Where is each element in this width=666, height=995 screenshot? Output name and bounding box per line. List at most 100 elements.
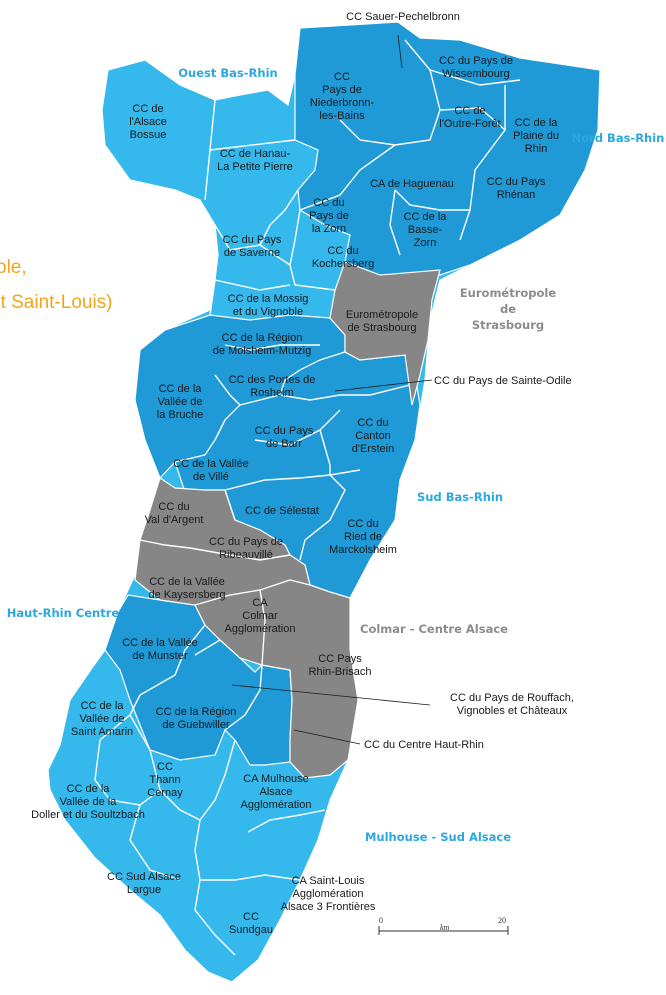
community-label-basse-zorn-line: Zorn <box>414 237 437 249</box>
community-label-saint-louis-line: Alsace 3 Frontières <box>281 901 376 913</box>
region-label-line: Eurométropole <box>460 286 557 300</box>
community-label-sauer-pechelbronn-line: CC Sauer-Pechelbronn <box>346 11 460 23</box>
region-label-line: Haut-Rhin Centre <box>7 606 120 620</box>
community-label-alsace-bossue-line: Bossue <box>130 129 167 141</box>
community-label-bruche-line: CC de la <box>159 383 203 395</box>
community-label-niederbronn-line: CC <box>334 71 350 83</box>
callout-label-sainte-odile: CC du Pays de Sainte-Odile <box>434 375 572 387</box>
community-label-guebwiller-line: CC de la Région <box>156 706 237 718</box>
community-label-hanau-line: La Petite Pierre <box>217 161 293 173</box>
callout-label-rouffach-line: Vignobles et Châteaux <box>457 705 568 717</box>
community-label-outre-foret-line: CC de <box>454 105 485 117</box>
community-label-doller-line: Vallée de la <box>60 796 118 808</box>
community-label-mulhouse-line: Alsace <box>259 786 292 798</box>
community-label-erstein-line: Canton <box>355 430 390 442</box>
community-label-kochersberg-line: CC du <box>327 245 358 257</box>
region-label-line: Sud Bas-Rhin <box>417 490 503 504</box>
community-label-saint-louis-line: CA Saint-Louis <box>292 875 365 887</box>
community-label-kaysersberg-line: CC de la Vallée <box>149 576 225 588</box>
region-label: Sud Bas-Rhin <box>417 490 503 504</box>
community-label-alsace-bossue-line: l'Alsace <box>129 116 167 128</box>
region-label: Haut-Rhin Centre <box>7 606 120 620</box>
scale-start: 0 <box>379 916 383 925</box>
region-label: Ouest Bas-Rhin <box>178 66 277 80</box>
community-label-outre-foret-line: l'Outre-Forêt <box>439 118 500 130</box>
scale-unit: km <box>440 923 450 932</box>
community-label-plaine-du-rhin-line: Rhin <box>525 143 548 155</box>
community-label-val-argent-line: Val d'Argent <box>145 514 204 526</box>
region-label-line: Mulhouse - Sud Alsace <box>365 830 511 844</box>
zone-centre-alsace <box>134 477 359 779</box>
callout-label-rouffach: CC du Pays de Rouffach,Vignobles et Chât… <box>450 692 574 717</box>
community-label-mulhouse-line: Agglomération <box>241 799 312 811</box>
community-label-munster-line: CC de la Vallée <box>122 637 198 649</box>
community-label-doller-line: Doller et du Soultzbach <box>31 809 145 821</box>
region-label: Mulhouse - Sud Alsace <box>365 830 511 844</box>
community-label-colmar-line: Agglomération <box>225 623 296 635</box>
region-label-line: Colmar - Centre Alsace <box>360 622 508 636</box>
region-label: Colmar - Centre Alsace <box>360 622 508 636</box>
scale-bar: 0 km 20 <box>378 916 509 935</box>
community-label-ribeauville-line: Ribeauvillé <box>219 549 273 561</box>
community-label-rosheim-line: CC des Portes de <box>229 374 316 386</box>
community-label-strasbourg-line: Eurométropole <box>346 309 418 321</box>
community-label-saint-amarin-line: CC de la <box>81 700 125 712</box>
community-label-marckolsheim-line: CC du <box>347 518 378 530</box>
community-label-rhin-brisach-line: Rhin-Brisach <box>309 666 372 678</box>
callout-label-sainte-odile-line: CC du Pays de Sainte-Odile <box>434 375 572 387</box>
community-label-rhin-brisach-line: CC Pays <box>318 653 362 665</box>
community-label-molsheim-line: CC de la Région <box>222 332 303 344</box>
community-label-sud-alsace-largue-line: Largue <box>127 884 161 896</box>
community-label-ribeauville-line: CC du Pays de <box>209 536 283 548</box>
cropped-title-fragment: et Saint-Louis) <box>0 292 113 313</box>
community-label-guebwiller-line: de Guebwiller <box>162 719 230 731</box>
community-label-doller-line: CC de la <box>67 783 111 795</box>
community-label-saint-amarin-line: Saint Amarin <box>71 726 133 738</box>
zone-north <box>294 21 601 276</box>
community-label-bruche-line: la Bruche <box>157 409 203 421</box>
region-label: Nord Bas-Rhin <box>572 131 665 145</box>
community-label-basse-zorn-line: CC de la <box>404 211 448 223</box>
region-label-line: Ouest Bas-Rhin <box>178 66 277 80</box>
community-label-pays-rhenan-line: CC du Pays <box>487 176 546 188</box>
cropped-title-fragment: ole, <box>0 257 27 278</box>
community-label-pays-zorn-line: Pays de <box>309 210 349 222</box>
community-label-saint-amarin-line: Vallée de <box>79 713 124 725</box>
community-label-mossig-line: CC de la Mossig <box>228 293 309 305</box>
community-label-pays-wissembourg-line: CC du Pays de <box>439 55 513 67</box>
community-label-haguenau-line: CA de Haguenau <box>370 178 454 190</box>
community-label-pays-zorn-line: CC du <box>313 197 344 209</box>
callout-label-centre-haut-rhin: CC du Centre Haut-Rhin <box>364 739 484 751</box>
community-label-haguenau: CA de Haguenau <box>370 178 454 190</box>
community-label-saverne-line: de Saverne <box>224 247 280 259</box>
community-label-munster-line: de Munster <box>132 650 187 662</box>
community-label-mulhouse-line: CA Mulhouse <box>243 773 308 785</box>
community-label-strasbourg-line: de Strasbourg <box>347 322 416 334</box>
community-label-alsace-bossue-line: CC de <box>132 103 163 115</box>
community-label-marckolsheim-line: Marckolsheim <box>329 544 397 556</box>
region-label-line: Strasbourg <box>472 318 544 332</box>
community-label-mossig-line: et du Vignoble <box>233 306 303 318</box>
community-label-sud-alsace-largue-line: CC Sud Alsace <box>107 871 181 883</box>
community-label-barr-line: CC du Pays <box>255 425 314 437</box>
